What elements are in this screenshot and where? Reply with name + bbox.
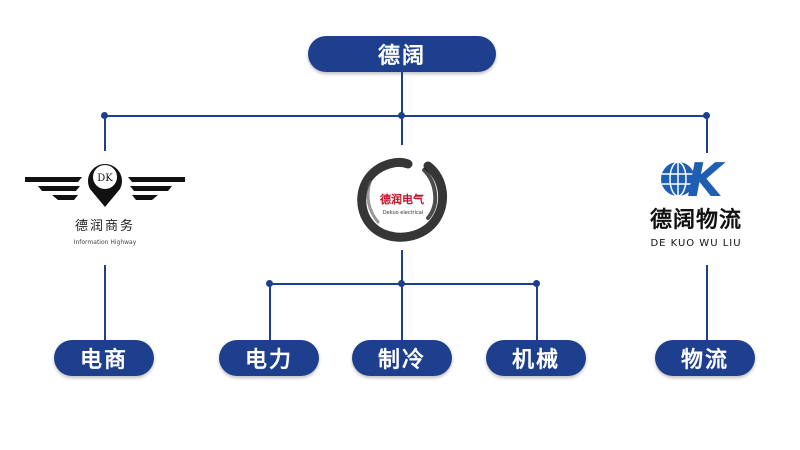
junction-dot-right [703,112,710,119]
commerce-logo-subtitle: Information Highway [73,239,137,246]
k-globe-mark-icon: K [661,153,726,207]
connector-left-drop [104,117,106,151]
junction-dot-sub-left [266,280,273,287]
svg-text:K: K [687,154,726,200]
connector-sub-left-drop [269,285,271,340]
node-machinery: 机械 [486,340,586,376]
node-refrigeration: 制冷 [352,340,452,376]
connector-left-lower [104,265,106,340]
node-logistics-label: 物流 [680,348,729,373]
node-ecommerce: 电商 [54,340,154,376]
connector-top-vertical [401,72,403,116]
ink-circle-icon: 德润电气 Dekuo electrical [357,157,448,242]
top-node-label: 德阔 [377,44,426,69]
dk-wings-emblem-icon: DK [25,164,185,207]
svg-text:Dekuo electrical: Dekuo electrical [383,210,423,216]
top-node-dekuo: 德阔 [308,36,496,72]
commerce-logo-title: 德润商务 [74,219,135,234]
connector-center-drop [401,117,403,145]
node-ecommerce-label: 电商 [79,348,128,373]
junction-dot-center [398,112,405,119]
connector-right-drop [706,117,708,153]
logo-dk-commerce: DK 德润商务 Information Highway [20,155,190,255]
connector-center-lower [401,250,403,284]
connector-sub-center-drop [401,285,403,340]
junction-dot-sub-center [398,280,405,287]
logo-dekuo-logistics: K 德阔物流 DE KUO WU LIU [632,153,782,250]
junction-dot-sub-right [533,280,540,287]
svg-text:DK: DK [97,173,113,184]
logo-dekuo-electric: 德润电气 Dekuo electrical [348,148,456,248]
connector-sub-right-drop [536,285,538,340]
node-machinery-label: 机械 [511,348,560,373]
logistics-logo-title: 德阔物流 [649,208,742,233]
connector-horizontal-main [104,115,706,117]
junction-dot-left [101,112,108,119]
node-logistics: 物流 [655,340,755,376]
node-refrigeration-label: 制冷 [377,348,426,373]
svg-text:德润电气: 德润电气 [379,192,424,206]
node-power: 电力 [219,340,319,376]
logistics-logo-subtitle: DE KUO WU LIU [650,238,742,249]
connector-right-lower [706,265,708,340]
node-power-label: 电力 [244,348,293,373]
